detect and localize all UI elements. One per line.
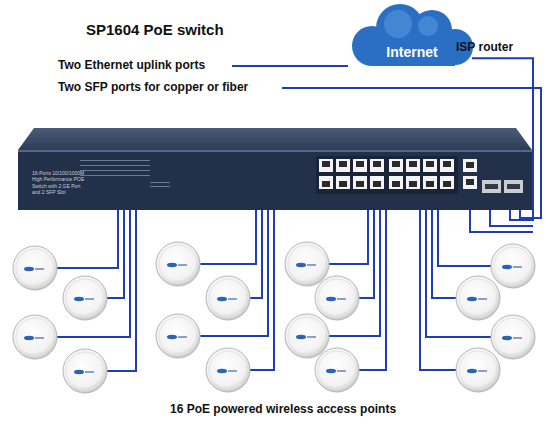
rj45-port (423, 176, 437, 189)
access-point (491, 244, 535, 288)
access-point (206, 348, 250, 392)
port-slot (443, 161, 451, 167)
rj45-port (440, 159, 454, 172)
access-point (285, 242, 329, 286)
cloud-shape (352, 4, 473, 66)
access-point (456, 276, 500, 320)
access-point (315, 276, 359, 320)
ap-cable (250, 210, 274, 370)
rj45-port (353, 159, 367, 172)
access-point (63, 276, 107, 320)
ap-cable (200, 210, 268, 336)
ap-wires (57, 210, 491, 371)
port-slot (426, 161, 434, 167)
access-point (285, 314, 329, 358)
callout-label: ISP router (456, 40, 513, 54)
ap-cable (57, 210, 118, 268)
rj45-port (319, 176, 333, 189)
ap-cable (438, 210, 491, 266)
ap-cable (107, 210, 124, 298)
sfp-opening (507, 184, 520, 189)
ap-cable (200, 210, 256, 264)
port-slot (339, 181, 347, 187)
rj45-port (336, 176, 350, 189)
callout-label: Two SFP ports for copper or fiber (58, 80, 248, 94)
port-slot (322, 161, 330, 167)
rj45-port (389, 176, 403, 189)
port-slot (392, 161, 400, 167)
rj45-port (319, 159, 333, 172)
ap-cable (432, 210, 456, 298)
port-slot (356, 161, 364, 167)
sfp-slot (482, 180, 501, 193)
ap-cable (420, 210, 456, 370)
access-point (156, 242, 200, 286)
port-slot (443, 181, 451, 187)
rj45-port (423, 159, 437, 172)
port-slot (466, 162, 474, 168)
rj45-ports (316, 156, 458, 194)
uplink-port (463, 176, 477, 189)
sfp-opening (485, 184, 498, 189)
switch-top (18, 128, 532, 150)
port-slot (466, 179, 474, 185)
access-point (156, 314, 200, 358)
access-point (63, 349, 107, 393)
rj45-port (440, 176, 454, 189)
rj45-port (389, 159, 403, 172)
rj45-port (370, 159, 384, 172)
port-slot (373, 181, 381, 187)
port-slot (426, 181, 434, 187)
port-slot (339, 161, 347, 167)
port-slot (356, 181, 364, 187)
diagram-title: SP1604 PoE switch (86, 21, 224, 38)
port-slot (322, 181, 330, 187)
ap-cable (107, 210, 136, 371)
port-slot (409, 181, 417, 187)
ap-cable (250, 210, 262, 298)
rj45-port (370, 176, 384, 189)
cloud-label: Internet (352, 44, 472, 62)
port-slot (409, 161, 417, 167)
led-grid (80, 160, 170, 187)
poe-switch: 16-Ports 10/100/1000M High Performance P… (18, 150, 532, 210)
ap-cable (57, 210, 130, 337)
callout-label: Two Ethernet uplink ports (58, 58, 205, 72)
port-slot (392, 181, 400, 187)
access-point (13, 315, 57, 359)
access-point (491, 315, 535, 359)
rj45-port (336, 159, 350, 172)
rj45-port (353, 176, 367, 189)
access-point (456, 348, 500, 392)
port-group (319, 159, 523, 193)
ap-cable (329, 210, 368, 264)
rj45-port (406, 159, 420, 172)
diagram-caption: 16 PoE powered wireless access points (170, 402, 396, 416)
internet-cloud: Internet (352, 6, 472, 66)
port-slot (373, 161, 381, 167)
access-points (13, 242, 535, 393)
access-point (315, 348, 359, 392)
ap-cable (359, 210, 386, 370)
uplink-port (463, 159, 477, 172)
access-point (13, 246, 57, 290)
switch-front (18, 150, 532, 210)
access-point (206, 276, 250, 320)
sfp-slot (504, 180, 523, 193)
rj45-port (406, 176, 420, 189)
ap-cable (359, 210, 374, 298)
network-cable (472, 58, 533, 220)
switch-front-text: 16-Ports 10/100/1000M High Performance P… (32, 170, 90, 195)
